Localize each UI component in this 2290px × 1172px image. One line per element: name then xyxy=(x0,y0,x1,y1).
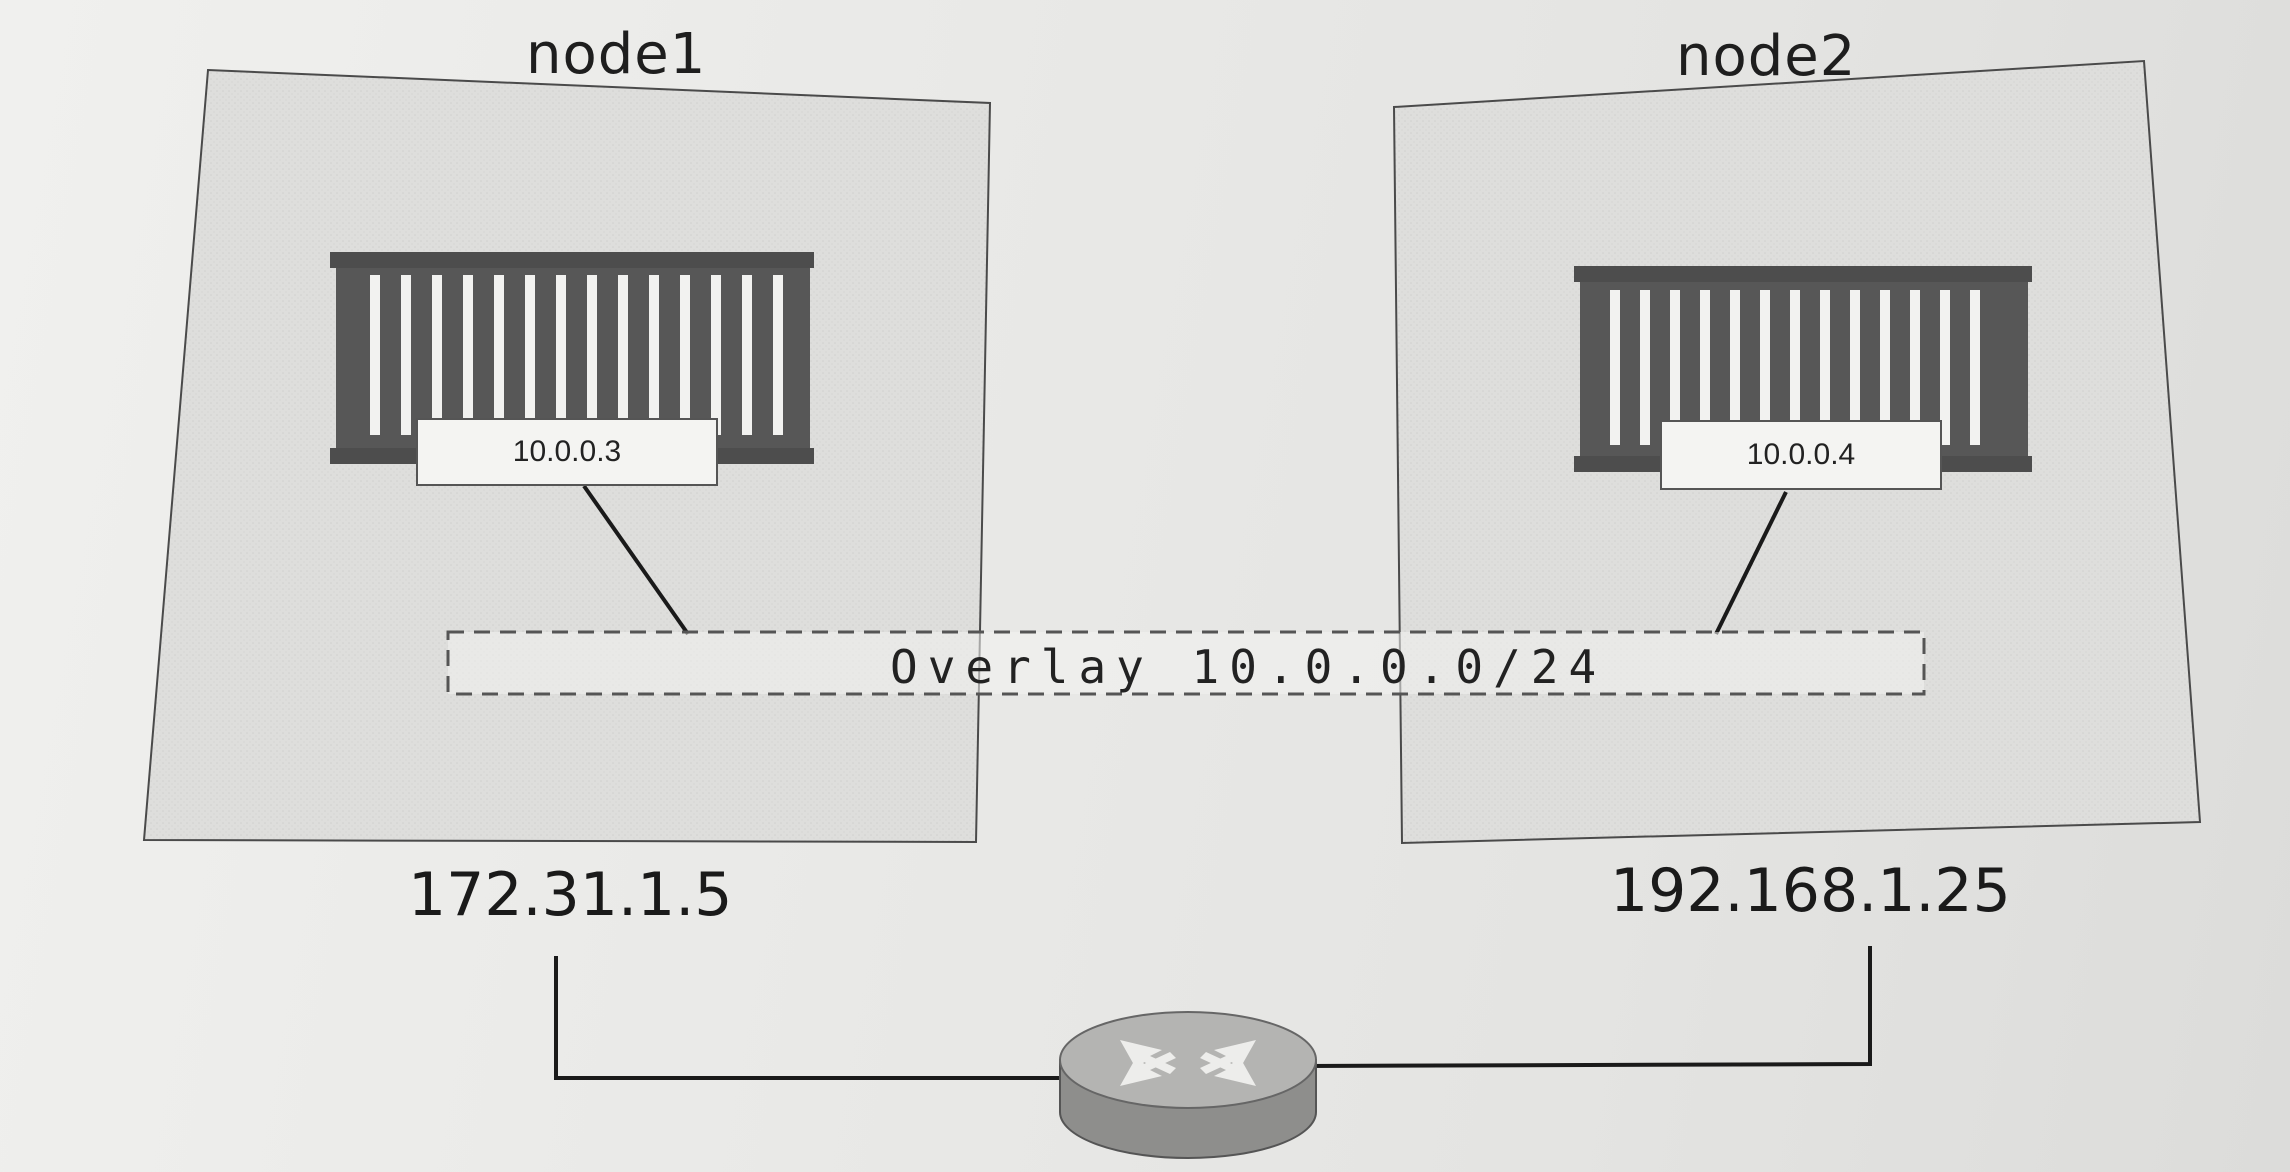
router-icon xyxy=(1059,1011,1317,1159)
underlay-link-right xyxy=(1305,946,1872,1068)
node2-title: node2 xyxy=(1676,24,1857,89)
node2-overlay-link xyxy=(1714,491,1788,635)
node2-host-ip: 192.168.1.25 xyxy=(1610,856,2011,926)
node2-container-ip: 10.0.0.4 xyxy=(1660,420,1942,490)
node1-overlay-link xyxy=(582,484,690,636)
node1-host-ip: 172.31.1.5 xyxy=(408,860,733,930)
overlay-network-band xyxy=(446,630,1926,696)
underlay-link-left xyxy=(554,956,1068,1080)
node1-container-ip: 10.0.0.3 xyxy=(416,418,718,486)
node1-title: node1 xyxy=(526,22,707,87)
overlay-network-label: Overlay 10.0.0.0/24 xyxy=(890,640,1607,694)
